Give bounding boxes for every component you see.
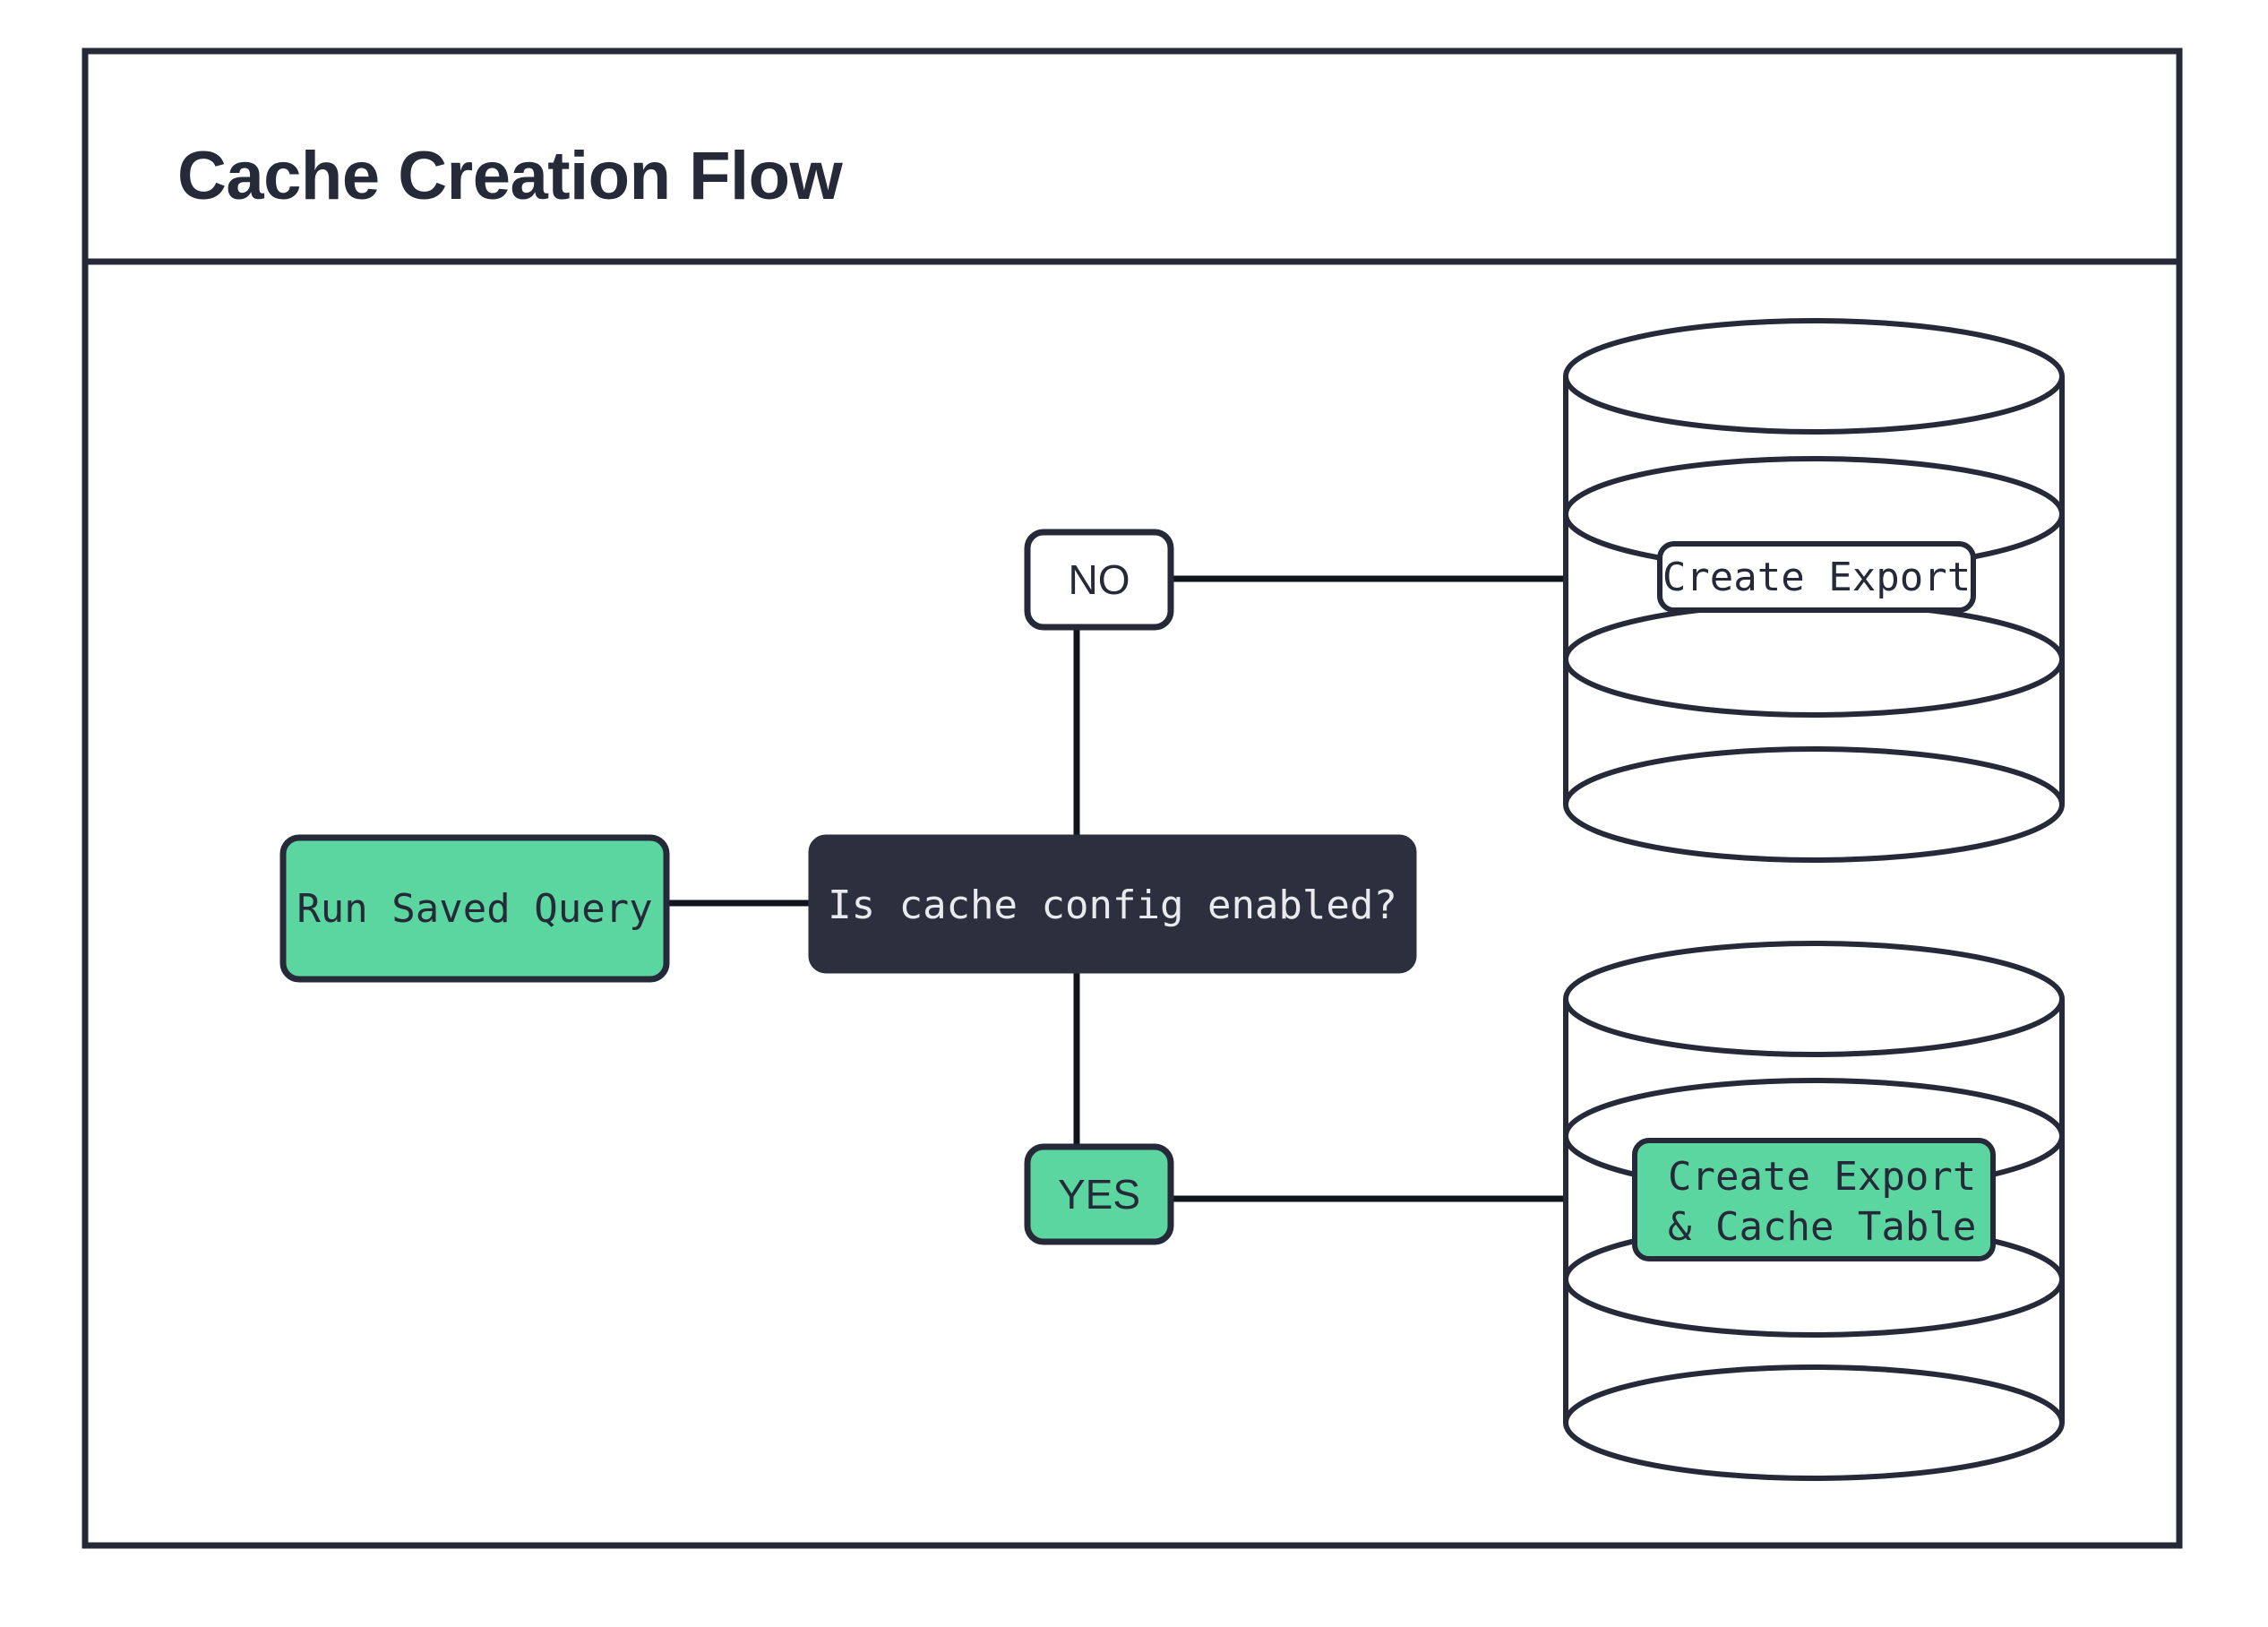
cylinder2-disk-4	[1563, 1364, 2065, 1481]
cylinder-disk-4	[1563, 746, 2065, 863]
create-export-cache-label-line1: Create Export	[1668, 1154, 1976, 1200]
run-saved-query-label: Run Saved Query	[296, 886, 652, 932]
decision-label: Is cache config enabled?	[828, 882, 1397, 928]
create-export-label: Create Export	[1662, 555, 1971, 600]
node-is-cache-config-enabled[interactable]: Is cache config enabled?	[808, 834, 1417, 974]
node-create-export[interactable]: Create Export	[1563, 318, 2065, 863]
branch-no-box	[1024, 529, 1174, 631]
branch-no-label: NO	[1069, 556, 1130, 603]
create-export-cache-label-box	[1632, 1138, 1996, 1261]
branch-yes-label: YES	[1058, 1171, 1140, 1218]
cylinder2-disk-1	[1563, 941, 2065, 1057]
node-run-saved-query[interactable]: Run Saved Query	[279, 834, 670, 983]
node-branch-yes[interactable]: YES	[1024, 1143, 1174, 1245]
create-export-cache-label-line2: & Cache Table	[1668, 1204, 1976, 1250]
branch-yes-box	[1024, 1143, 1174, 1245]
cylinder-disk-1	[1563, 318, 2065, 435]
node-branch-no[interactable]: NO	[1024, 529, 1174, 631]
decision-box	[808, 834, 1417, 974]
page-title: Cache Creation Flow	[177, 138, 844, 214]
node-create-export-cache-table[interactable]: Create Export & Cache Table	[1563, 941, 2065, 1481]
run-saved-query-box	[279, 834, 670, 983]
create-export-label-box	[1657, 541, 1976, 613]
